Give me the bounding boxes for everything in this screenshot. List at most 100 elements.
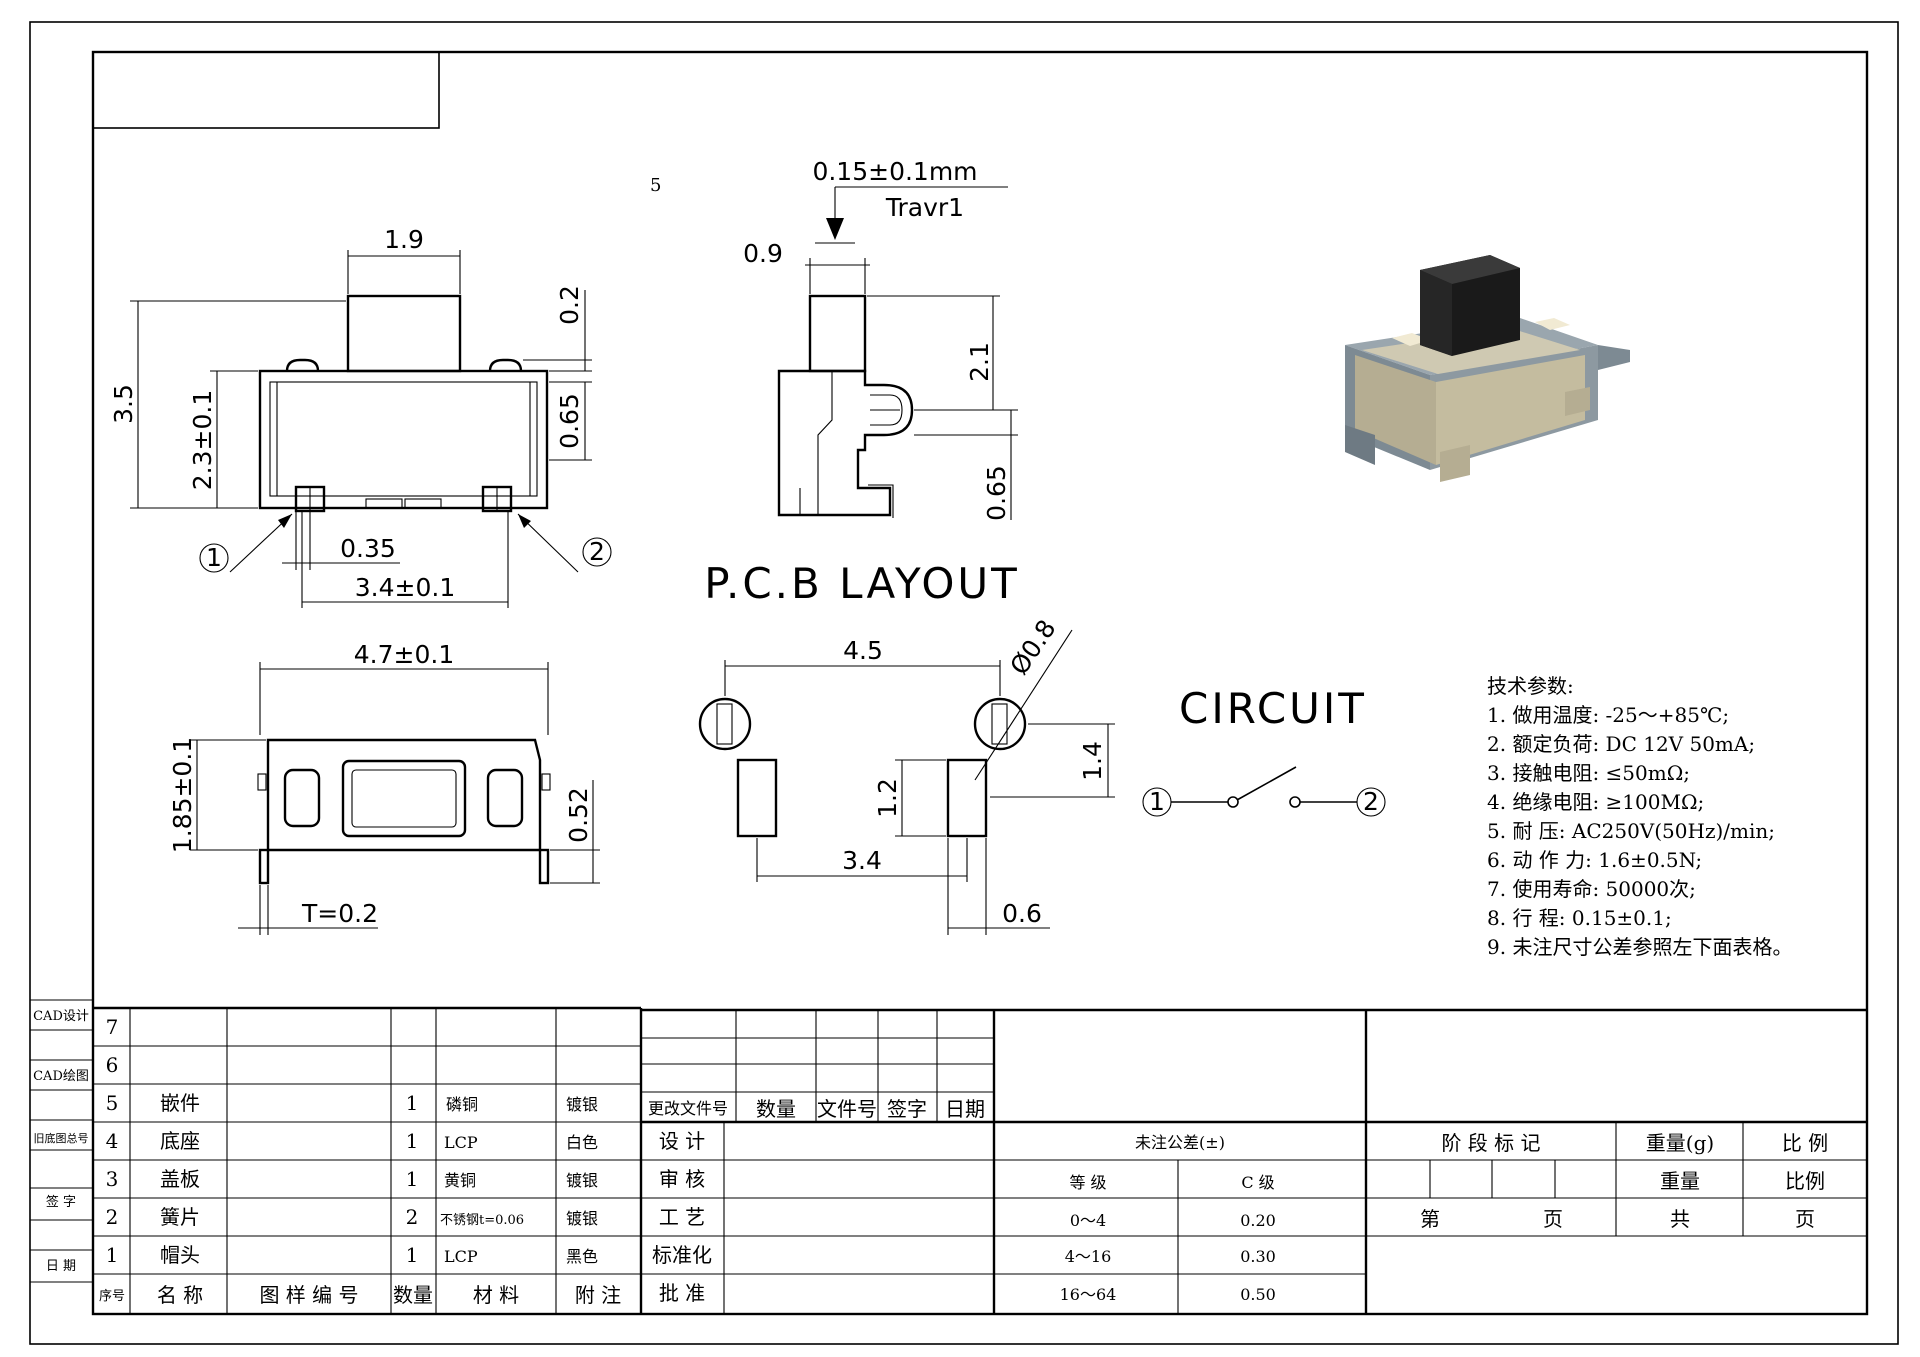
page-label: 页 <box>1543 1207 1563 1231</box>
side-view: 5 0.9 0.15±0.1mm Travr1 2.1 0.65 <box>650 157 1018 521</box>
title-block: 阶 段 标 记 重量(g) 比 例 重量 比例 第 页 共 页 <box>1366 1122 1867 1237</box>
role-label: 工 艺 <box>659 1205 705 1229</box>
tolerance-col1: 等 级 <box>1069 1173 1106 1192</box>
dim-0-65b: 0.65 <box>982 465 1011 521</box>
role-label: 标准化 <box>652 1243 712 1267</box>
rev-header: 更改文件号 <box>648 1099 728 1118</box>
product-3d-render <box>1345 255 1630 482</box>
side-label: CAD设计 <box>33 1009 89 1024</box>
rev-header: 文件号 <box>817 1097 877 1121</box>
dim-1-4: 1.4 <box>1078 741 1107 781</box>
dim-0-2: 0.2 <box>555 285 584 325</box>
revision-block: 更改文件号 数量 文件号 签字 日期 设 计 审 核 工 艺 标准化 批 准 <box>641 1008 1867 1314</box>
bom-material: LCP <box>444 1133 478 1152</box>
spec-line: 3. 接触电阻: ≤50mΩ; <box>1487 761 1690 785</box>
bom-header-name: 名 称 <box>157 1283 203 1307</box>
pin-1-label: 1 <box>206 543 222 572</box>
side-label: 旧底图总号 <box>34 1131 89 1145</box>
dim-0-65a: 0.65 <box>555 393 584 449</box>
scale-label: 比例 <box>1785 1169 1825 1193</box>
spec-line: 2. 额定负荷: DC 12V 50mA; <box>1487 732 1755 756</box>
bom-header-remark: 附 注 <box>575 1283 621 1307</box>
dim-0-6: 0.6 <box>1002 899 1042 928</box>
tolerance-range: 16～64 <box>1060 1285 1117 1304</box>
spec-line: 7. 使用寿命: 50000次; <box>1487 877 1696 901</box>
spec-heading: 技术参数: <box>1487 674 1574 698</box>
dim-0-9: 0.9 <box>743 239 783 268</box>
spec-list: 技术参数: 1. 做用温度: -25～+85℃; 2. 额定负荷: DC 12V… <box>1487 674 1792 959</box>
role-label: 批 准 <box>659 1281 705 1305</box>
bom-material: 磷铜 <box>446 1095 478 1114</box>
bom-no: 3 <box>106 1167 119 1191</box>
bom-remark: 黑色 <box>566 1247 598 1266</box>
dim-1-85: 1.85±0.1 <box>168 737 197 853</box>
circuit-pin-1: 1 <box>1149 787 1165 816</box>
tolerance-title: 未注公差(±) <box>1135 1133 1225 1152</box>
stage-mark-label: 阶 段 标 记 <box>1441 1131 1540 1155</box>
spec-line: 8. 行 程: 0.15±0.1; <box>1487 906 1672 930</box>
tolerance-range: 4～16 <box>1065 1247 1112 1266</box>
outer-frame <box>29 21 1899 1345</box>
spec-line: 6. 动 作 力: 1.6±0.5N; <box>1487 848 1702 872</box>
rev-header: 数量 <box>756 1097 796 1121</box>
bom-no: 6 <box>106 1053 119 1077</box>
side-label: CAD绘图 <box>33 1069 89 1084</box>
bom-remark: 镀银 <box>566 1095 598 1114</box>
bom-name: 底座 <box>160 1129 200 1153</box>
rev-header: 日期 <box>945 1097 985 1121</box>
bom-no: 7 <box>106 1015 119 1039</box>
side-label: 日 期 <box>46 1259 76 1274</box>
bom-name: 簧片 <box>160 1205 200 1229</box>
page-label: 页 <box>1795 1207 1815 1231</box>
circuit-title: CIRCUIT <box>1179 684 1367 733</box>
bom-no: 5 <box>106 1091 119 1115</box>
tolerance-table: 未注公差(±) 等 级 C 级 0～4 0.20 4～16 0.30 16～64… <box>994 1010 1368 1314</box>
bom-qty: 1 <box>406 1167 419 1191</box>
travel-label: Travr1 <box>885 193 964 222</box>
pcb-title: P.C.B LAYOUT <box>704 559 1020 608</box>
tolerance-value: 0.20 <box>1240 1211 1276 1230</box>
dim-0-35: 0.35 <box>340 534 396 563</box>
bom-header-drawing: 图 样 编 号 <box>259 1283 358 1307</box>
bom-name: 嵌件 <box>160 1091 200 1115</box>
dim-4-7: 4.7±0.1 <box>354 640 454 669</box>
sheet-label: 第 <box>1420 1207 1440 1231</box>
front-view: 1.9 3.5 2.3±0.1 0.2 0.65 0.35 3.4±0.1 <box>109 225 612 608</box>
dim-3-5: 3.5 <box>109 384 138 424</box>
dim-1-9: 1.9 <box>384 225 424 254</box>
dim-3-4b: 3.4 <box>842 846 882 875</box>
scale-header-label: 比 例 <box>1782 1131 1828 1155</box>
spec-line: 1. 做用温度: -25～+85℃; <box>1487 703 1729 727</box>
dim-phi: Ø0.8 <box>1004 615 1061 680</box>
dim-4-5: 4.5 <box>843 636 883 665</box>
total-label: 共 <box>1670 1207 1690 1231</box>
travel-value: 0.15±0.1mm <box>812 157 977 186</box>
tolerance-value: 0.50 <box>1240 1285 1276 1304</box>
side-label-column: CAD设计 CAD绘图 旧底图总号 签 字 日 期 <box>30 999 93 1283</box>
bom-no: 4 <box>106 1129 119 1153</box>
bom-remark: 镀银 <box>566 1171 598 1190</box>
tolerance-col2: C 级 <box>1241 1173 1274 1192</box>
side-label: 签 字 <box>46 1194 76 1210</box>
dim-2-3: 2.3±0.1 <box>188 390 217 490</box>
spec-line: 5. 耐 压: AC250V(50Hz)/min; <box>1487 819 1775 843</box>
bom-qty: 1 <box>406 1091 419 1115</box>
bom-no: 1 <box>106 1243 119 1267</box>
circuit-pin-2: 2 <box>1363 787 1379 816</box>
bottom-view: 4.7±0.1 1.85±0.1 0.52 T=0.2 <box>168 640 600 935</box>
bom-table: 7 6 5 嵌件 1 磷铜 镀银 4 底座 1 LCP 白色 3 盖板 1 黄铜… <box>93 1006 643 1314</box>
bom-no: 2 <box>106 1205 119 1229</box>
bom-header-no: 序号 <box>99 1289 125 1304</box>
bom-name: 盖板 <box>160 1167 200 1191</box>
bom-material: 不锈钢t=0.06 <box>440 1213 524 1228</box>
spec-line: 4. 绝缘电阻: ≥100MΩ; <box>1487 790 1704 814</box>
bom-qty: 2 <box>406 1205 419 1229</box>
spec-line: 9. 未注尺寸公差参照左下面表格。 <box>1487 935 1792 959</box>
bom-material: 黄铜 <box>444 1171 476 1190</box>
bom-name: 帽头 <box>160 1243 200 1267</box>
label-5: 5 <box>650 175 661 196</box>
role-label: 设 计 <box>659 1129 705 1153</box>
dim-t: T=0.2 <box>301 899 378 928</box>
tolerance-value: 0.30 <box>1240 1247 1276 1266</box>
